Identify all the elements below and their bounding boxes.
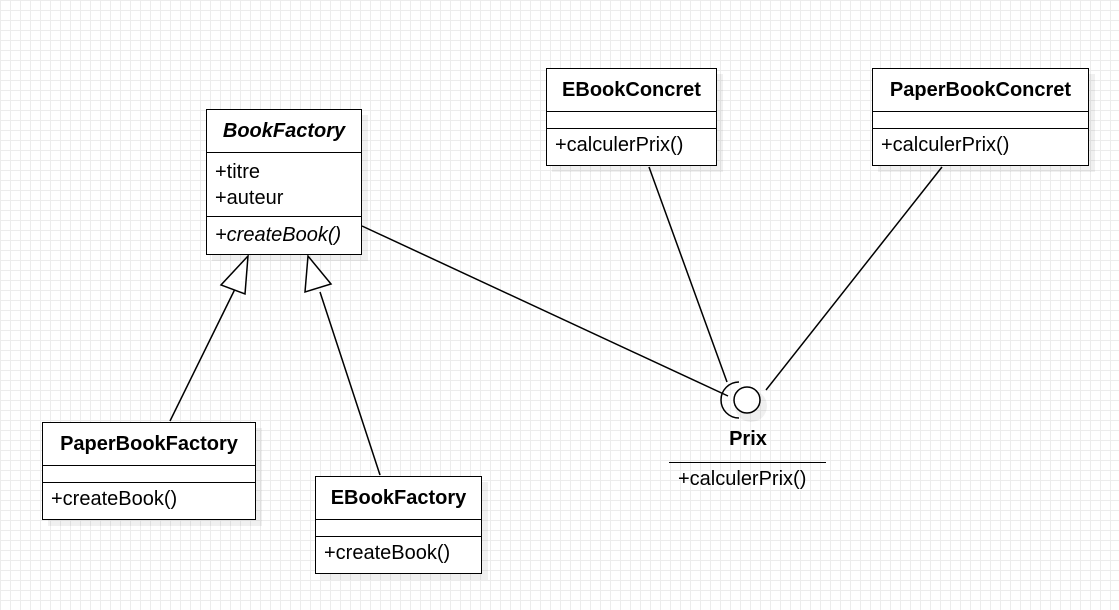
attributes-section — [547, 112, 716, 129]
interface-divider — [669, 462, 826, 463]
inheritance-arrowhead-icon — [304, 254, 333, 294]
class-bookfactory[interactable]: BookFactory +titre +auteur +createBook() — [206, 109, 362, 255]
operation-row: +createBook() — [215, 224, 342, 246]
attributes-section: +titre +auteur — [207, 153, 361, 217]
class-name: EBookFactory — [316, 477, 481, 520]
interface-operation: +calculerPrix() — [678, 468, 807, 490]
class-paperbookconcret[interactable]: PaperBookConcret +calculerPrix() — [872, 68, 1089, 166]
operations-section: +calculerPrix() — [547, 129, 716, 158]
operation-row: +createBook() — [324, 542, 451, 564]
edge-ebookconcret-prix[interactable] — [648, 166, 728, 383]
operations-section: +createBook() — [316, 537, 481, 566]
attributes-section — [316, 520, 481, 537]
edge-bookfactory-prix[interactable] — [361, 225, 729, 397]
class-ebookfactory[interactable]: EBookFactory +createBook() — [315, 476, 482, 574]
class-name: BookFactory — [207, 110, 361, 153]
class-paperbookfactory[interactable]: PaperBookFactory +createBook() — [42, 422, 256, 520]
operations-section: +calculerPrix() — [873, 129, 1088, 158]
inheritance-arrowhead-icon — [219, 253, 249, 296]
operation-row: +calculerPrix() — [881, 134, 1010, 156]
operations-section: +createBook() — [207, 217, 361, 248]
edge-paperbookconcret-prix[interactable] — [765, 166, 943, 391]
operations-section: +createBook() — [43, 483, 255, 512]
attribute-row: +auteur — [215, 187, 284, 209]
edge-paperbookfactory-bookfactory[interactable] — [169, 286, 237, 422]
interface-name[interactable]: Prix — [729, 428, 767, 450]
edge-ebookfactory-bookfactory[interactable] — [319, 291, 381, 476]
class-ebookconcret[interactable]: EBookConcret +calculerPrix() — [546, 68, 717, 166]
attributes-section — [873, 112, 1088, 129]
socket-icon — [720, 381, 740, 419]
class-name: EBookConcret — [547, 69, 716, 112]
attribute-row: +titre — [215, 161, 261, 183]
attributes-section — [43, 466, 255, 483]
class-name: PaperBookConcret — [873, 69, 1088, 112]
class-name: PaperBookFactory — [43, 423, 255, 466]
interface-lollipop-icon[interactable] — [733, 386, 761, 414]
operation-row: +createBook() — [51, 488, 178, 510]
operation-row: +calculerPrix() — [555, 134, 684, 156]
